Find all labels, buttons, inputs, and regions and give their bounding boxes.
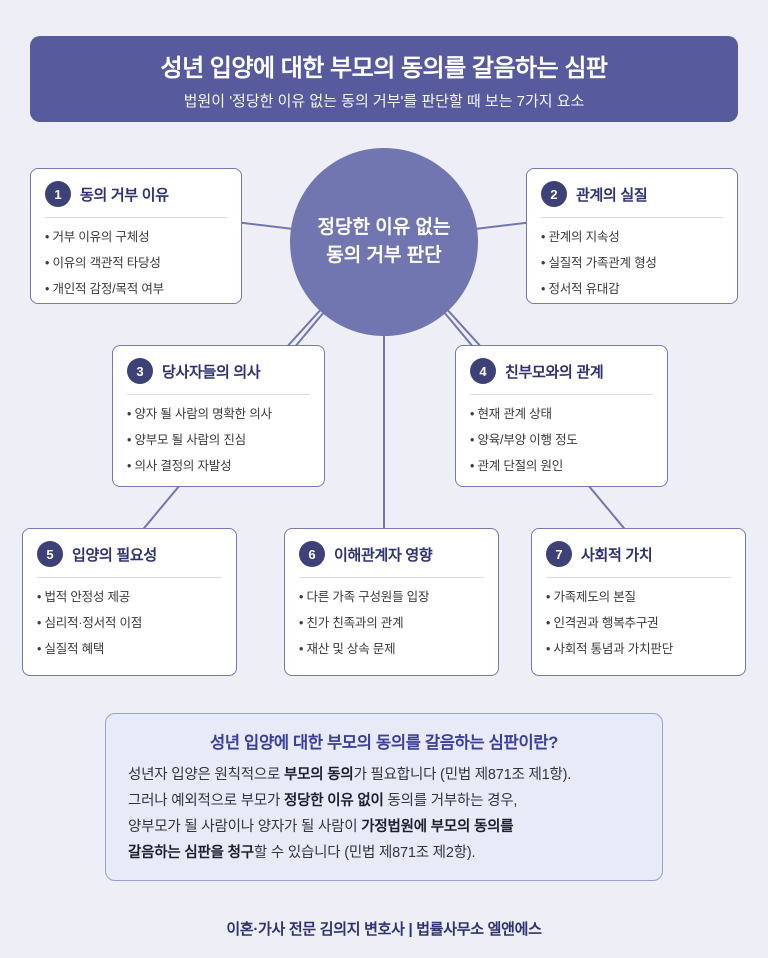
list-item: 인격권과 행복추구권	[546, 612, 731, 631]
divider	[470, 394, 653, 395]
central-circle-line2: 동의 거부 판단	[326, 245, 442, 266]
footer-credit: 이혼·가사 전문 김의지 변호사 | 법률사무소 엘앤에스	[226, 921, 542, 938]
list-item: 정서적 유대감	[541, 278, 723, 297]
factor-2-list: 관계의 지속성 실질적 가족관계 형성 정서적 유대감	[541, 226, 723, 297]
factor-4-number-badge: 4	[470, 358, 496, 384]
factor-4-list: 현재 관계 상태 양육/부양 이행 정도 관계 단절의 원인	[470, 403, 653, 474]
explainer-line: 갈음하는 심판을 청구할 수 있습니다 (민법 제871조 제2항).	[128, 845, 476, 861]
factor-3-number-badge: 3	[127, 358, 153, 384]
list-item: 현재 관계 상태	[470, 403, 653, 422]
list-item: 양부모 될 사람의 진심	[127, 429, 310, 448]
factor-1-title: 동의 거부 이유	[80, 186, 169, 204]
factor-box-7: 7 사회적 가치 가족제도의 본질 인격권과 행복추구권 사회적 통념과 가치판…	[531, 528, 746, 676]
page-subtitle: 법원이 '정당한 이유 없는 동의 거부'를 판단할 때 보는 7가지 요소	[183, 92, 585, 110]
list-item: 이유의 객관적 타당성	[45, 252, 227, 271]
central-circle-line1: 정당한 이유 없는	[317, 217, 451, 238]
list-item: 사회적 통념과 가치판단	[546, 638, 731, 657]
explainer-title: 성년 입양에 대한 부모의 동의를 갈음하는 심판이란?	[210, 734, 558, 752]
factor-7-header: 7 사회적 가치	[546, 541, 731, 567]
factor-2-header: 2 관계의 실질	[541, 181, 723, 207]
factor-box-2: 2 관계의 실질 관계의 지속성 실질적 가족관계 형성 정서적 유대감	[526, 168, 738, 304]
factor-7-list: 가족제도의 본질 인격권과 행복추구권 사회적 통념과 가치판단	[546, 586, 731, 657]
factor-box-1: 1 동의 거부 이유 거부 이유의 구체성 이유의 객관적 타당성 개인적 감정…	[30, 168, 242, 304]
factor-2-title: 관계의 실질	[576, 186, 648, 204]
factor-6-header: 6 이해관계자 영향	[299, 541, 484, 567]
divider	[541, 217, 723, 218]
list-item: 실질적 혜택	[37, 638, 222, 657]
list-item: 양자 될 사람의 명확한 의사	[127, 403, 310, 422]
factor-4-header: 4 친부모와의 관계	[470, 358, 653, 384]
factor-7-title: 사회적 가치	[581, 546, 653, 564]
factor-1-header: 1 동의 거부 이유	[45, 181, 227, 207]
divider	[37, 577, 222, 578]
header-banner: 성년 입양에 대한 부모의 동의를 갈음하는 심판 법원이 '정당한 이유 없는…	[30, 36, 738, 122]
factor-3-list: 양자 될 사람의 명확한 의사 양부모 될 사람의 진심 의사 결정의 자발성	[127, 403, 310, 474]
factor-3-header: 3 당사자들의 의사	[127, 358, 310, 384]
list-item: 개인적 감정/목적 여부	[45, 278, 227, 297]
factor-box-5: 5 입양의 필요성 법적 안정성 제공 심리적·정서적 이점 실질적 혜택	[22, 528, 237, 676]
divider	[127, 394, 310, 395]
list-item: 법적 안정성 제공	[37, 586, 222, 605]
factor-5-list: 법적 안정성 제공 심리적·정서적 이점 실질적 혜택	[37, 586, 222, 657]
list-item: 재산 및 상속 문제	[299, 638, 484, 657]
explainer-body: 성년자 입양은 원칙적으로 부모의 동의가 필요합니다 (민법 제871조 제1…	[128, 762, 640, 866]
factor-box-6: 6 이해관계자 영향 다른 가족 구성원들 입장 친가 친족과의 관계 재산 및…	[284, 528, 499, 676]
explainer-box: 성년 입양에 대한 부모의 동의를 갈음하는 심판이란? 성년자 입양은 원칙적…	[105, 713, 663, 881]
explainer-line: 양부모가 될 사람이나 양자가 될 사람이 가정법원에 부모의 동의를	[128, 819, 514, 835]
central-judgment-circle: 정당한 이유 없는 동의 거부 판단	[290, 148, 478, 336]
factor-1-list: 거부 이유의 구체성 이유의 객관적 타당성 개인적 감정/목적 여부	[45, 226, 227, 297]
list-item: 관계의 지속성	[541, 226, 723, 245]
factor-6-list: 다른 가족 구성원들 입장 친가 친족과의 관계 재산 및 상속 문제	[299, 586, 484, 657]
factor-4-title: 친부모와의 관계	[505, 363, 604, 381]
explainer-line: 성년자 입양은 원칙적으로 부모의 동의가 필요합니다 (민법 제871조 제1…	[128, 767, 572, 783]
factor-7-number-badge: 7	[546, 541, 572, 567]
factor-5-number-badge: 5	[37, 541, 63, 567]
list-item: 양육/부양 이행 정도	[470, 429, 653, 448]
list-item: 관계 단절의 원인	[470, 455, 653, 474]
factor-box-3: 3 당사자들의 의사 양자 될 사람의 명확한 의사 양부모 될 사람의 진심 …	[112, 345, 325, 487]
divider	[45, 217, 227, 218]
explainer-line: 그러나 예외적으로 부모가 정당한 이유 없이 동의를 거부하는 경우,	[128, 793, 518, 809]
divider	[299, 577, 484, 578]
factor-3-title: 당사자들의 의사	[162, 363, 261, 381]
list-item: 거부 이유의 구체성	[45, 226, 227, 245]
list-item: 심리적·정서적 이점	[37, 612, 222, 631]
page-title: 성년 입양에 대한 부모의 동의를 갈음하는 심판	[160, 54, 608, 82]
factor-1-number-badge: 1	[45, 181, 71, 207]
factor-5-header: 5 입양의 필요성	[37, 541, 222, 567]
factor-6-number-badge: 6	[299, 541, 325, 567]
factor-5-title: 입양의 필요성	[72, 546, 157, 564]
list-item: 의사 결정의 자발성	[127, 455, 310, 474]
factor-2-number-badge: 2	[541, 181, 567, 207]
list-item: 다른 가족 구성원들 입장	[299, 586, 484, 605]
divider	[546, 577, 731, 578]
list-item: 가족제도의 본질	[546, 586, 731, 605]
factor-6-title: 이해관계자 영향	[334, 546, 433, 564]
list-item: 실질적 가족관계 형성	[541, 252, 723, 271]
factor-box-4: 4 친부모와의 관계 현재 관계 상태 양육/부양 이행 정도 관계 단절의 원…	[455, 345, 668, 487]
list-item: 친가 친족과의 관계	[299, 612, 484, 631]
